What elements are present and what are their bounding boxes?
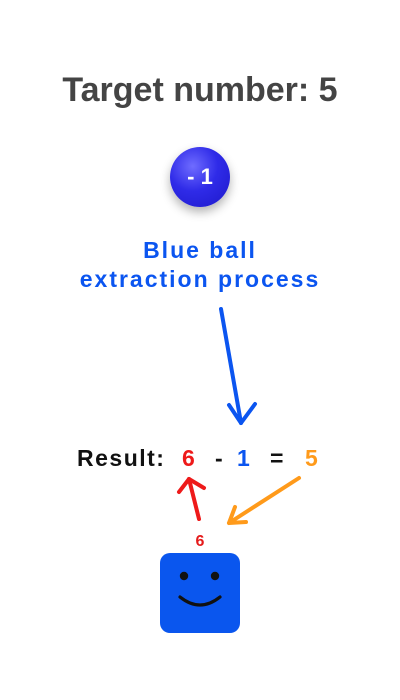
blue-ball[interactable]: - 1 — [170, 147, 230, 207]
process-label-line1: Blue ball — [143, 237, 257, 263]
equation-equals-sign: = — [270, 445, 285, 471]
equation-result: 5 — [305, 445, 320, 471]
ball-value-label: - 1 — [187, 164, 213, 189]
equation-minus-operator: - — [215, 445, 225, 471]
process-label-line2: extraction process — [79, 266, 321, 292]
result-equation: Result: 6 - 1 = 5 — [0, 441, 400, 475]
player-collected-value: 6 — [195, 533, 205, 550]
equation-right-operand: 1 — [237, 445, 252, 471]
red-arrow-icon — [177, 477, 206, 521]
result-prefix: Result: — [77, 445, 166, 471]
smiley-face-icon — [178, 571, 222, 607]
orange-arrow-icon — [227, 476, 301, 525]
process-label: Blue ball extraction process — [0, 236, 400, 294]
blue-arrow-icon — [219, 307, 257, 425]
equation-left-operand: 6 — [182, 445, 197, 471]
target-number-title: Target number: 5 — [62, 71, 338, 109]
player-character[interactable] — [160, 553, 240, 633]
